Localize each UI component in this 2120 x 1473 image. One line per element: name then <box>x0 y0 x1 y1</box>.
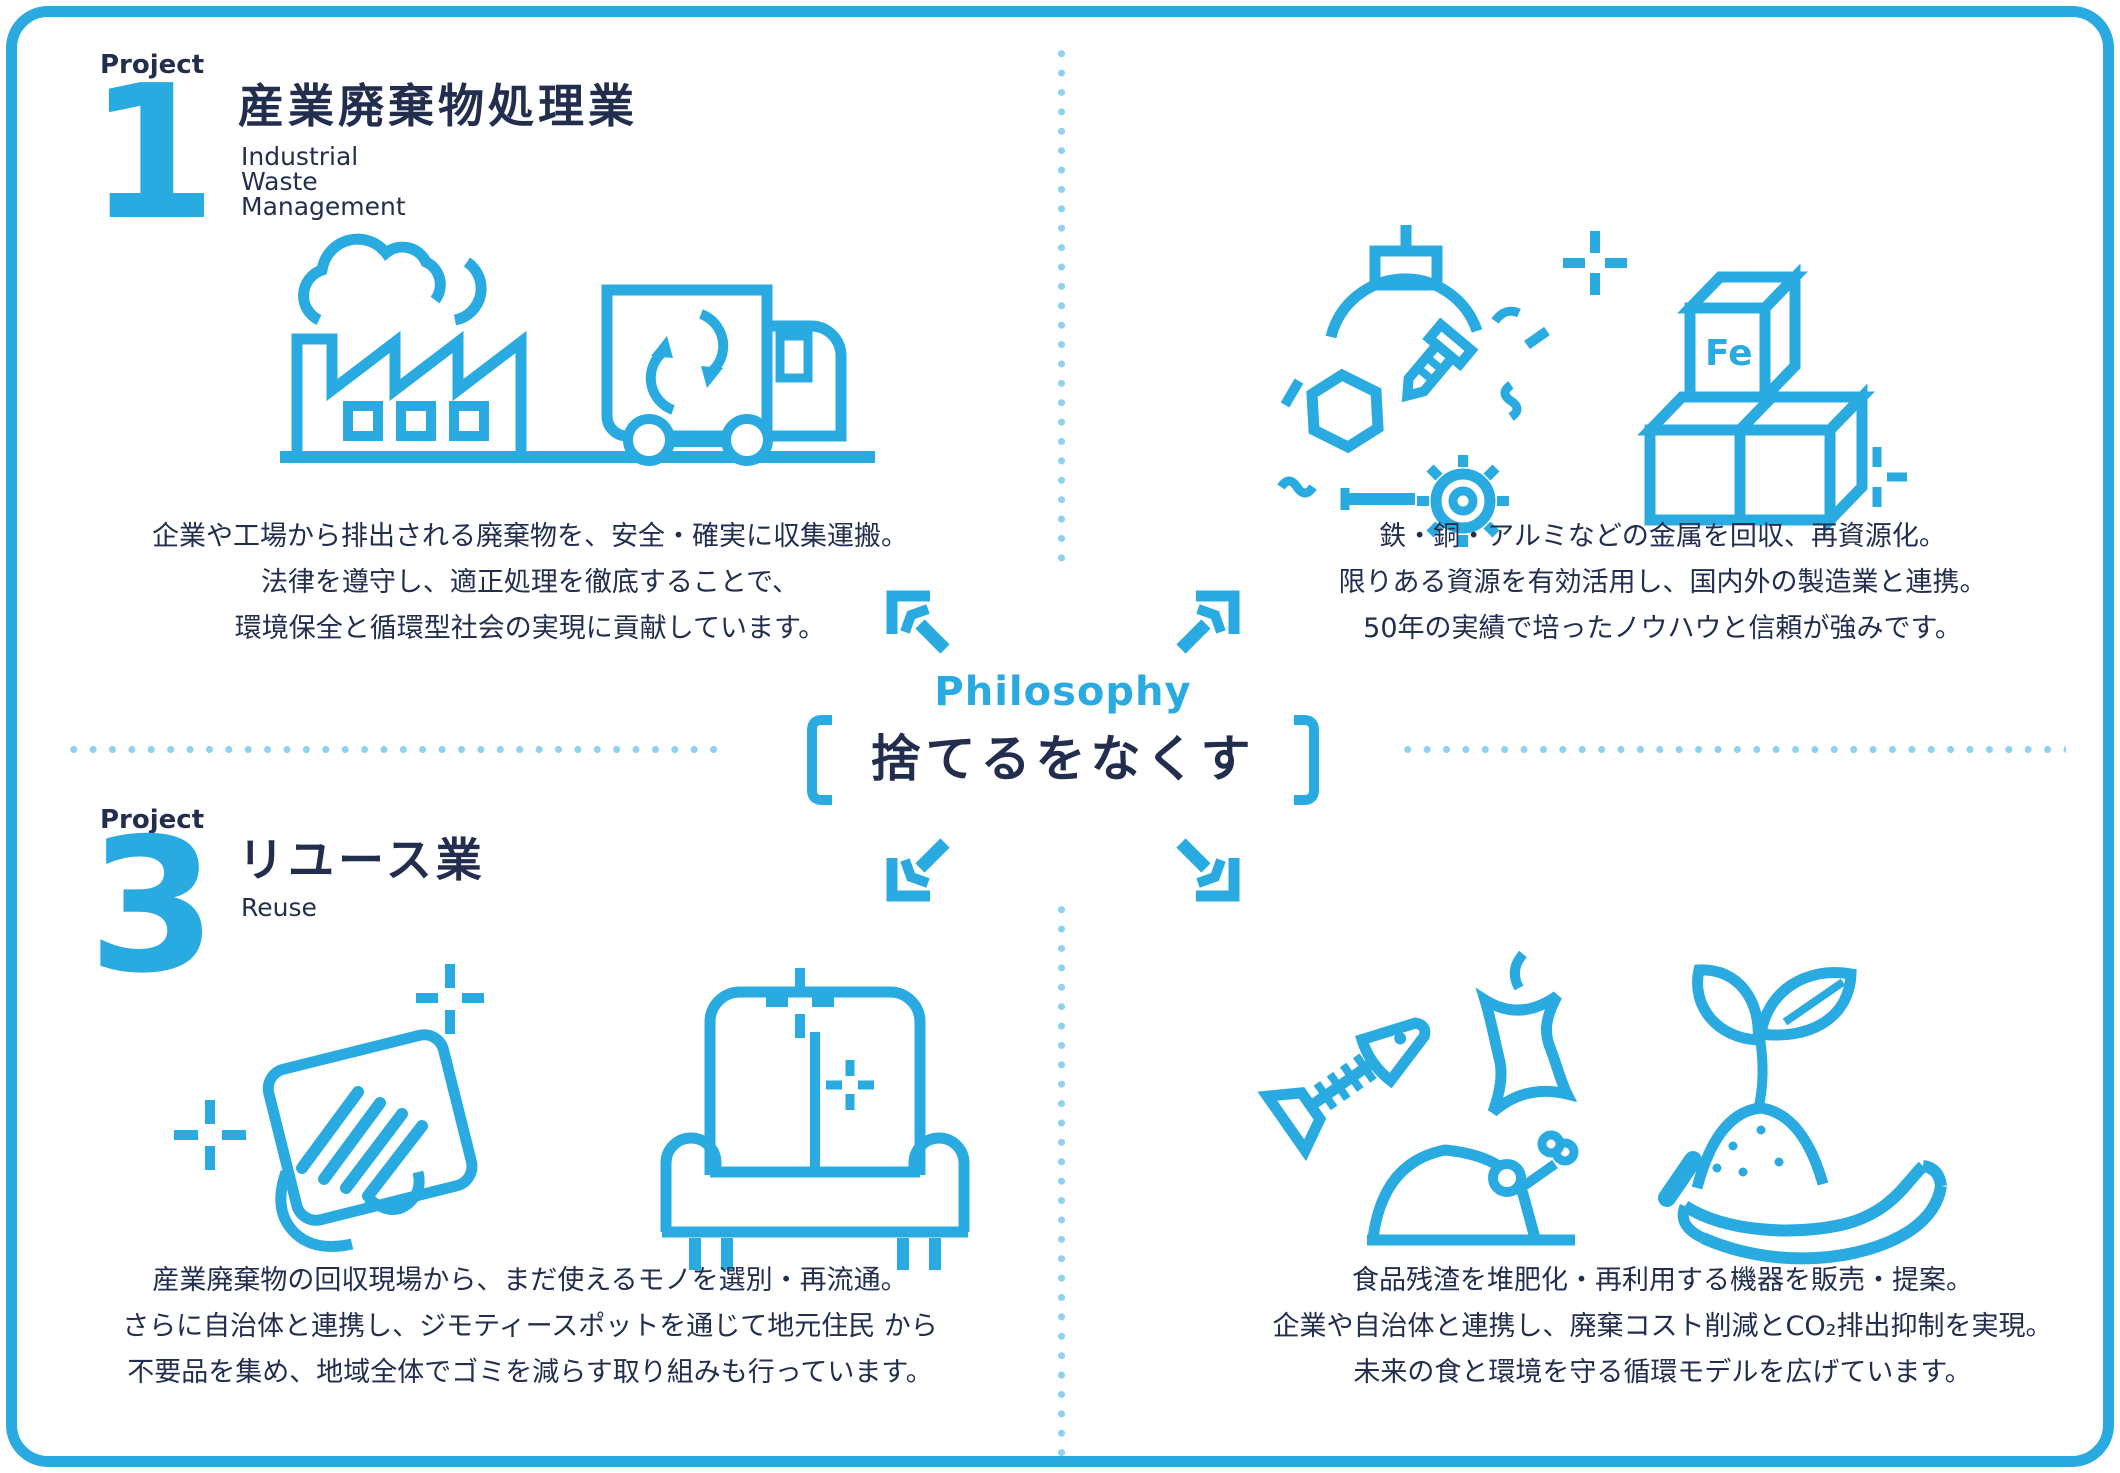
project-3-title: リユース業 <box>238 833 486 887</box>
sparkle-icon <box>416 964 484 1034</box>
bracket-left-icon <box>807 715 832 805</box>
description-line: 食品残渣を堆肥化・再利用する機器を販売・提案。 <box>1352 1265 1973 1296</box>
description-line: 企業や自治体と連携し、廃棄コスト削減とCO₂排出抑制を実現。 <box>1272 1311 2053 1342</box>
description-line: 産業廃棄物の回収現場から、まだ使えるモノを選別・再流通。 <box>152 1265 908 1296</box>
description-line: 企業や工場から排出される廃棄物を、安全・確実に収集運搬。 <box>152 521 908 552</box>
sparkle-icon <box>1563 231 1627 295</box>
description-line: 法律を遵守し、適正処理を徹底することで、 <box>260 567 800 598</box>
description-line: 50年の実績で培ったノウハウと信頼が強みです。 <box>1363 613 1962 644</box>
description-line: 不要品を集め、地域全体でゴミを減らす取り組みも行っています。 <box>127 1357 933 1388</box>
recycle-arrowhead-up <box>651 336 673 358</box>
project-3-number: 3 <box>88 798 217 1014</box>
description-line: 環境保全と循環型社会の実現に貢献しています。 <box>234 613 826 644</box>
project-1-description: 企業や工場から排出される廃棄物を、安全・確実に収集運搬。 法律を遵守し、適正処理… <box>75 514 985 652</box>
philosophy-statement: 捨てるをなくす <box>870 730 1256 788</box>
description-line: 鉄・銅・アルミなどの金属を回収、再資源化。 <box>1379 521 1946 552</box>
arrow-up-left-icon <box>886 590 950 654</box>
project-2-description: 鉄・銅・アルミなどの金属を回収、再資源化。 限りある資源を有効活用し、国内外の製… <box>1205 514 2120 652</box>
bracket-right-icon <box>1294 715 1319 805</box>
project-1-label: Project <box>100 50 205 80</box>
divider-dots-vertical-bottom <box>1057 900 1066 1460</box>
sparkle-icon <box>826 1060 874 1110</box>
arrow-down-right-icon <box>1176 838 1240 902</box>
sparkle-icon <box>1847 447 1907 507</box>
arrow-down-left-icon <box>886 838 950 902</box>
recycle-arrowhead-down <box>701 366 723 388</box>
description-line: 限りある資源を有効活用し、国内外の製造業と連携。 <box>1338 567 1987 598</box>
metal-recycling-icon: Fe <box>1277 225 1907 547</box>
project-3-subtitle: Reuse <box>241 893 317 922</box>
sparkle-icon <box>174 1100 246 1170</box>
project-3-description: 産業廃棄物の回収現場から、まだ使えるモノを選別・再流通。 さらに自治体と連携し、… <box>75 1258 985 1396</box>
sparkle-icon <box>766 968 834 1038</box>
philosophy-label: Philosophy <box>934 669 1192 715</box>
factory-truck-icon <box>280 233 875 466</box>
arrow-up-right-icon <box>1176 590 1240 654</box>
project-1-subtitle: Industrial Waste Management <box>241 142 406 221</box>
reuse-icon <box>174 964 970 1270</box>
fe-cube-label: Fe <box>1705 333 1753 374</box>
divider-dots-horizontal-left <box>64 745 728 754</box>
food-recycling-icon <box>1257 950 1947 1265</box>
divider-dots-vertical-top <box>1057 44 1066 572</box>
divider-dots-horizontal-right <box>1398 745 2066 754</box>
description-line: 未来の食と環境を守る循環モデルを広げています。 <box>1353 1357 1972 1388</box>
project-1-title: 産業廃棄物処理業 <box>238 79 638 133</box>
description-line: さらに自治体と連携し、ジモティースポットを通じて地元住民 から <box>122 1311 938 1342</box>
project-1-number: 1 <box>88 45 217 261</box>
project-3-label: Project <box>100 805 205 835</box>
project-4-description: 食品残渣を堆肥化・再利用する機器を販売・提案。 企業や自治体と連携し、廃棄コスト… <box>1205 1258 2120 1396</box>
